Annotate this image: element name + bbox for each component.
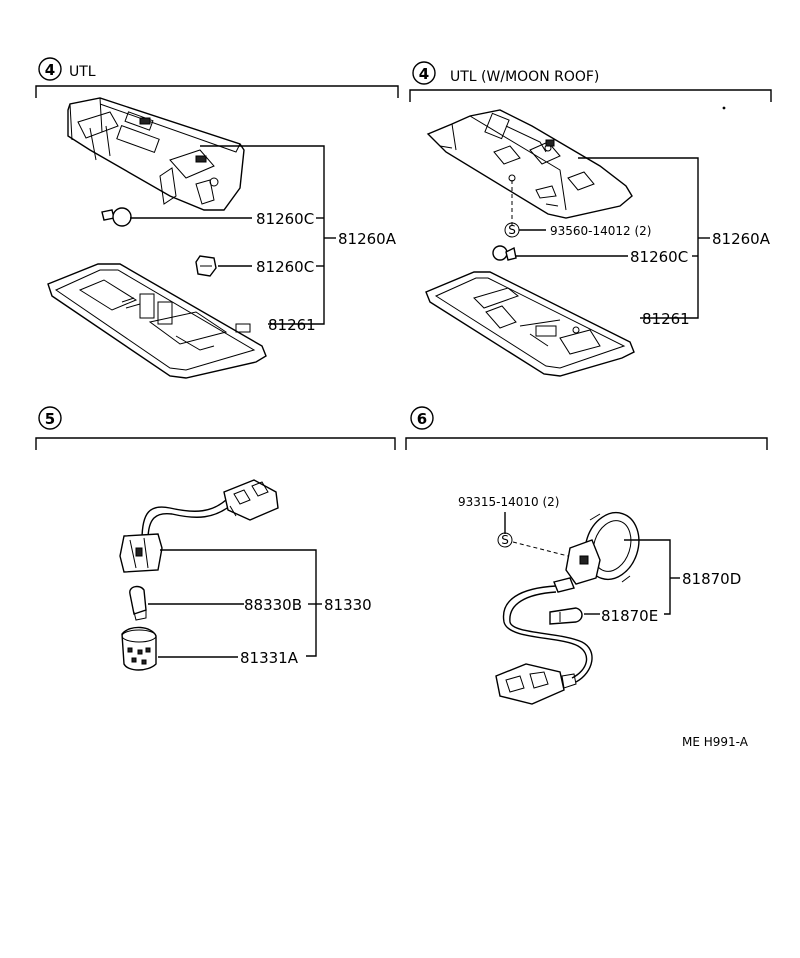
section-5: 5: [35, 406, 396, 671]
bulb-icon: [492, 245, 517, 261]
section-bracket: [35, 437, 396, 450]
section-number: 4: [419, 65, 429, 83]
part-label: 93315-14010 (2): [458, 495, 560, 509]
lens-cap: [121, 626, 157, 671]
screw-symbol: [497, 532, 513, 548]
section-title: UTL (W/MOON ROOF): [450, 69, 599, 85]
section-bracket: [405, 437, 768, 450]
section-number: 5: [45, 410, 55, 428]
section-4-utl: 4 UTL: [35, 57, 399, 379]
diagram-code: ME H991-A: [682, 735, 749, 749]
lamp-harness: [495, 577, 593, 705]
leader-line: [200, 145, 325, 325]
screw-dash: [512, 541, 569, 557]
section-6: 6 93315-14010 (2) S: [405, 406, 768, 749]
section-number-circle: [412, 61, 436, 85]
bulb-icon: [129, 585, 147, 621]
screw-symbol-letter: S: [501, 533, 509, 547]
section-number-circle: [38, 406, 62, 430]
part-label: 81260C: [256, 258, 314, 276]
leader-line: [160, 549, 317, 657]
part-label: 81870D: [682, 570, 741, 588]
part-label: 81261: [268, 316, 316, 334]
section-number: 4: [45, 61, 55, 79]
lamp-housing: [67, 97, 245, 211]
section-bracket: [409, 89, 772, 102]
lamp-ring: [565, 511, 640, 585]
lamp-housing: [426, 109, 633, 219]
part-label: 81260A: [712, 230, 771, 248]
part-label: 93560-14012 (2): [550, 224, 652, 238]
section-title: UTL: [69, 64, 96, 80]
part-label: 81331A: [240, 649, 299, 667]
bulb-icon: [549, 607, 583, 625]
screw-symbol-letter: S: [508, 223, 516, 237]
part-label: 81870E: [601, 607, 658, 625]
lamp-lens: [425, 271, 635, 377]
section-number: 6: [417, 410, 427, 428]
leader-line: [624, 539, 671, 615]
section-number-circle: [410, 406, 434, 430]
part-label: 81260C: [256, 210, 314, 228]
part-label: 81261: [642, 310, 690, 328]
part-label: 81330: [324, 596, 372, 614]
lamp-lens: [47, 263, 267, 379]
part-label: 81260A: [338, 230, 397, 248]
section-number-circle: [38, 57, 62, 81]
section-bracket: [35, 85, 399, 98]
section-4-moon-roof: 4 UTL (W/MOON ROOF) S 93560-14012 (2): [409, 61, 772, 377]
part-label: 88330B: [244, 596, 302, 614]
socket-harness: [119, 479, 279, 573]
part-label: 81260C: [630, 248, 688, 266]
bulb-icon: [195, 255, 217, 277]
bulb-icon: [101, 207, 132, 227]
